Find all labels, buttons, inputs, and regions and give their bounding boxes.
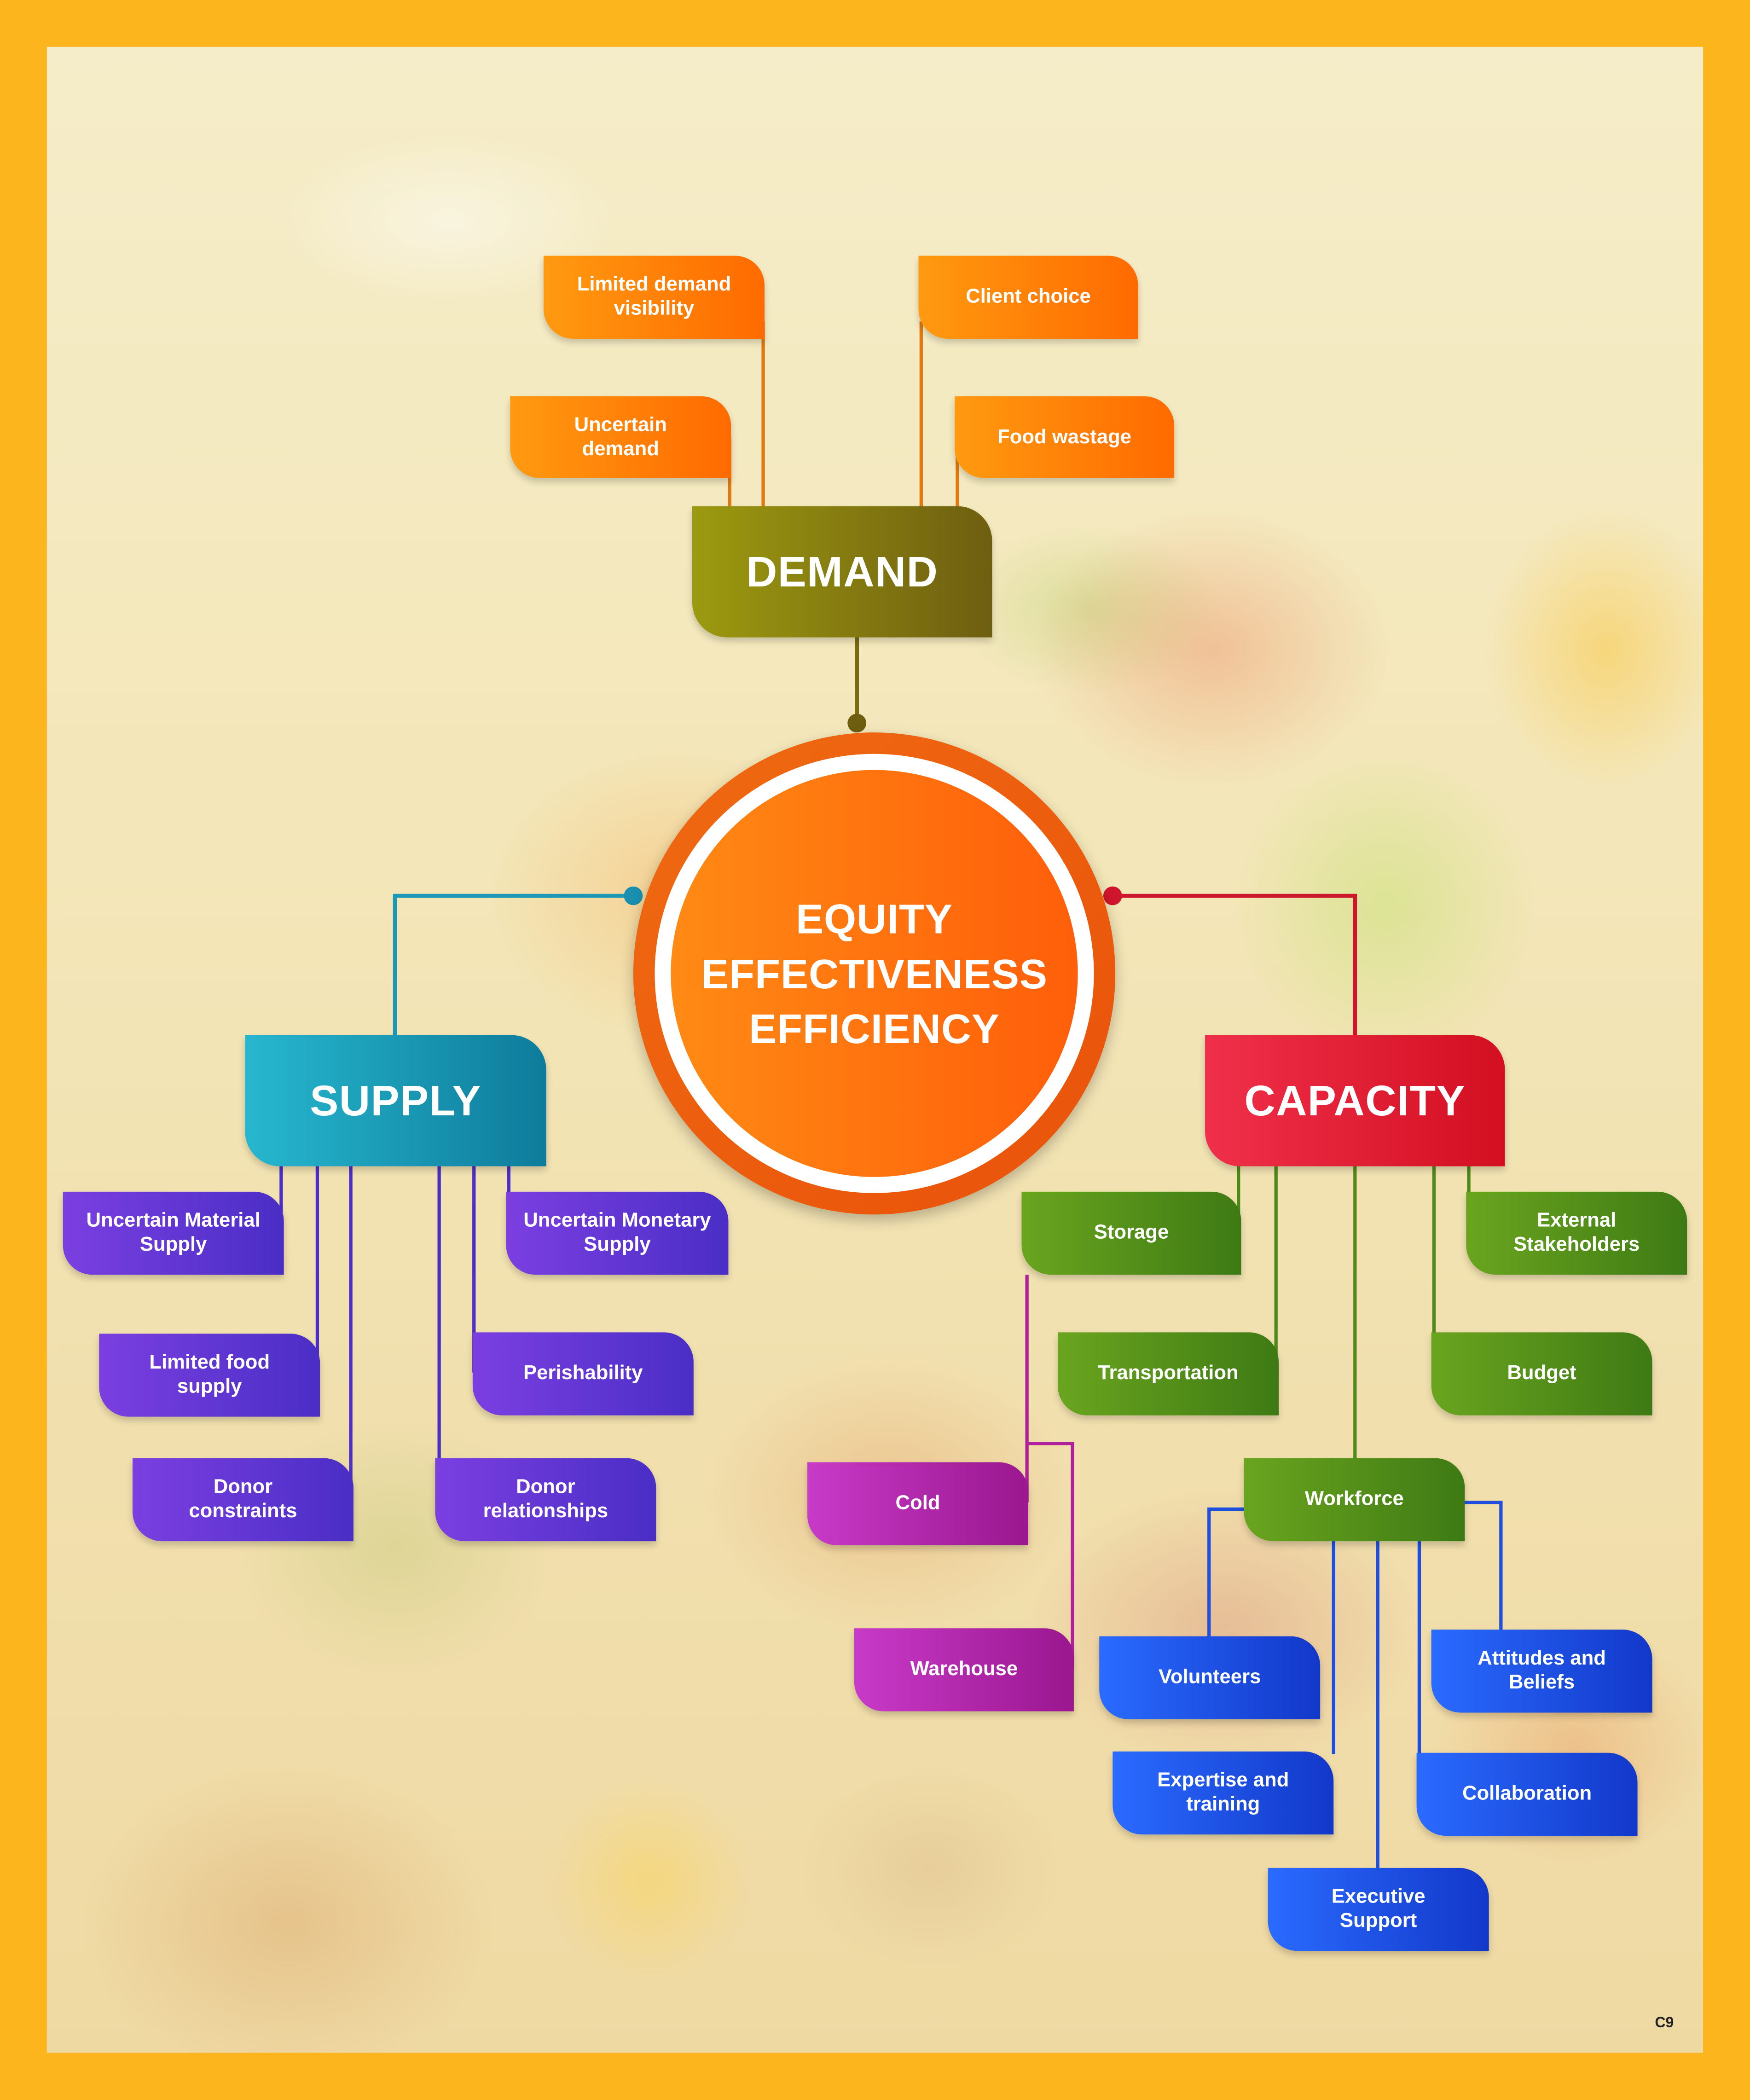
capacity-item-label: External Stakeholders: [1513, 1209, 1640, 1256]
storage-item-label: Cold: [895, 1491, 940, 1514]
demand-connectors: [728, 321, 959, 506]
supply-item-donor-relationships: Donor relationships: [435, 1458, 656, 1542]
workforce-item-executive-support: Executive Support: [1268, 1868, 1489, 1951]
demand-item-limited-visibility: Limited demand visibility: [544, 255, 765, 339]
capacity-item-storage: Storage: [1021, 1191, 1241, 1275]
capacity-hub-label: CAPACITY: [1244, 1076, 1466, 1125]
capacity-item-workforce: Workforce: [1244, 1458, 1465, 1542]
capacity-hub: CAPACITY: [1205, 1035, 1505, 1166]
supply-item-label: Donor constraints: [189, 1475, 297, 1523]
supply-item-uncertain-monetary: Uncertain Monetary Supply: [506, 1191, 729, 1275]
demand-item-label: Uncertain demand: [574, 413, 667, 460]
supply-item-label: Limited food supply: [149, 1351, 270, 1398]
supply-item-uncertain-material: Uncertain Material Supply: [63, 1191, 284, 1275]
demand-hub-label: DEMAND: [746, 547, 939, 596]
workforce-item-label: Executive Support: [1331, 1885, 1425, 1932]
demand-item-label: Client choice: [966, 285, 1091, 308]
workforce-item-attitudes: Attitudes and Beliefs: [1431, 1630, 1652, 1713]
storage-item-cold: Cold: [807, 1462, 1029, 1545]
capacity-item-label: Workforce: [1304, 1487, 1404, 1511]
capacity-item-label: Storage: [1094, 1221, 1169, 1244]
supply-hub-label: SUPPLY: [310, 1076, 481, 1125]
workforce-item-label: Expertise and training: [1157, 1769, 1289, 1816]
capacity-item-transportation: Transportation: [1058, 1332, 1279, 1415]
demand-item-client-choice: Client choice: [918, 255, 1138, 339]
workforce-item-expertise: Expertise and training: [1113, 1751, 1334, 1835]
workforce-connectors: [1207, 1501, 1503, 1871]
capacity-item-label: Transportation: [1098, 1362, 1239, 1385]
demand-item-uncertain-demand: Uncertain demand: [510, 396, 731, 478]
supply-item-limited-food: Limited food supply: [99, 1334, 320, 1417]
center-core-values: EQUITY EFFECTIVENESS EFFICIENCY: [633, 732, 1116, 1215]
storage-connectors: [1025, 1275, 1074, 1670]
capacity-item-external-stakeholders: External Stakeholders: [1466, 1191, 1687, 1275]
footer-code: C9: [1655, 2015, 1674, 2031]
capacity-item-label: Budget: [1507, 1362, 1576, 1385]
center-line-efficiency: EFFICIENCY: [749, 1005, 1000, 1052]
center-line-equity: EQUITY: [796, 895, 953, 942]
demand-item-label: Food wastage: [997, 425, 1132, 448]
capacity-item-budget: Budget: [1431, 1332, 1652, 1415]
demand-stem: [847, 637, 867, 733]
demand-hub: DEMAND: [692, 506, 992, 638]
demand-item-food-wastage: Food wastage: [955, 396, 1175, 478]
supply-stem: [393, 886, 643, 1038]
demand-item-label: Limited demand visibility: [577, 273, 731, 320]
workforce-item-label: Collaboration: [1462, 1782, 1592, 1805]
supply-hub: SUPPLY: [245, 1035, 546, 1166]
workforce-item-collaboration: Collaboration: [1416, 1752, 1638, 1836]
supply-item-label: Uncertain Monetary Supply: [523, 1209, 711, 1256]
workforce-item-volunteers: Volunteers: [1099, 1636, 1321, 1720]
center-circle: EQUITY EFFECTIVENESS EFFICIENCY: [671, 770, 1078, 1177]
capacity-stem: [1103, 886, 1357, 1038]
supply-connectors: [279, 1165, 511, 1500]
center-ring-white: EQUITY EFFECTIVENESS EFFICIENCY: [655, 754, 1094, 1193]
supply-item-label: Perishability: [523, 1362, 643, 1385]
storage-item-label: Warehouse: [910, 1658, 1018, 1681]
supply-item-label: Donor relationships: [483, 1475, 608, 1523]
workforce-item-label: Attitudes and Beliefs: [1478, 1647, 1606, 1694]
workforce-item-label: Volunteers: [1159, 1665, 1261, 1689]
center-line-effectiveness: EFFECTIVENESS: [701, 950, 1048, 997]
supply-item-donor-constraints: Donor constraints: [132, 1458, 353, 1542]
supply-item-label: Uncertain Material Supply: [86, 1209, 261, 1256]
supply-item-perishability: Perishability: [472, 1332, 694, 1415]
storage-item-warehouse: Warehouse: [854, 1628, 1074, 1711]
